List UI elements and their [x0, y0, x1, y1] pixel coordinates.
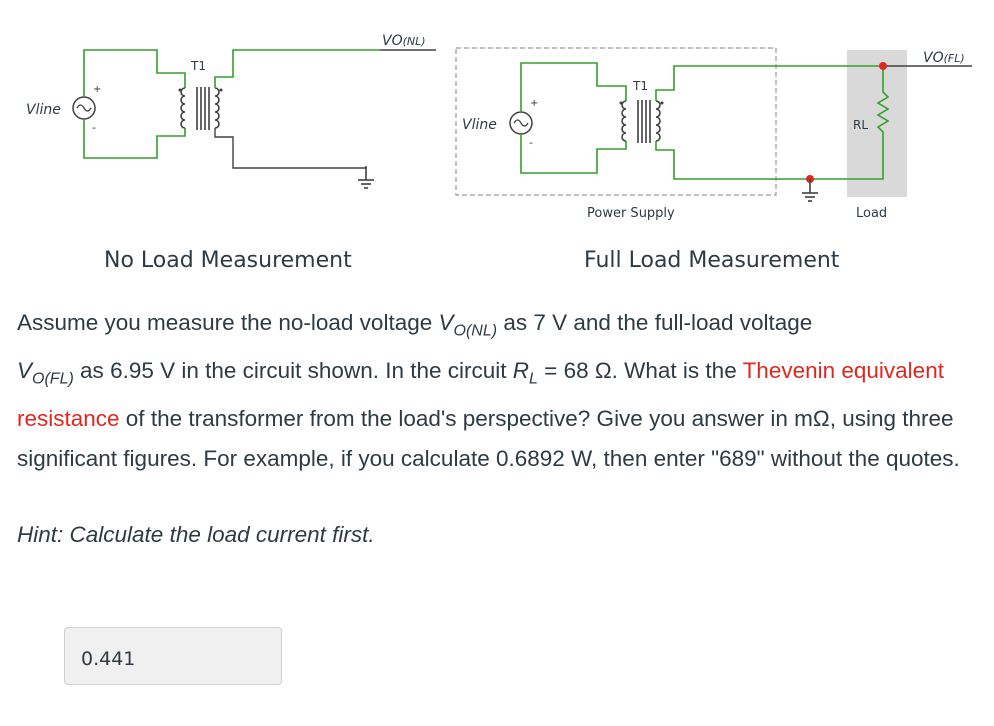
vo-nl-label: VO(NL) — [382, 33, 426, 49]
source-plus: + — [530, 98, 538, 109]
hint-text: Hint: Calculate the load current first. — [17, 522, 375, 547]
primary-coil-icon — [180, 87, 186, 129]
primary-coil-icon — [621, 100, 627, 142]
resistor-icon — [876, 66, 890, 138]
t1-label: T1 — [632, 79, 648, 93]
no-load-caption: No Load Measurement — [104, 248, 352, 273]
vline-label: Vline — [26, 102, 61, 118]
t1-label: T1 — [190, 59, 206, 73]
full-load-circuit: + - Vline T1 RL Power Supply Load VO(FL) — [455, 47, 972, 221]
ground-icon — [801, 178, 819, 202]
source-minus: - — [92, 121, 96, 134]
load-region — [847, 50, 907, 197]
source-plus: + — [93, 84, 101, 95]
no-load-circuit: + - Vline T1 VO(NL) — [26, 33, 436, 189]
question-text: Assume you measure the no-load voltage V… — [17, 310, 960, 471]
ground-icon — [357, 165, 375, 189]
power-supply-label: Power Supply — [587, 206, 675, 221]
vo-fl-label: VO(FL) — [923, 50, 965, 66]
power-supply-box — [455, 47, 777, 196]
vline-label: Vline — [462, 117, 497, 133]
secondary-coil-icon — [655, 100, 661, 142]
probe-dot-icon — [879, 62, 887, 70]
load-label: Load — [856, 206, 887, 221]
circuit-diagrams: + - Vline T1 VO(NL) + - Vline — [26, 33, 972, 221]
thevenin-highlight: Thevenin equivalent resistance — [17, 358, 944, 431]
rl-label: RL — [853, 118, 868, 132]
answer-input[interactable]: 0.441 — [64, 627, 282, 685]
source-minus: - — [529, 136, 533, 149]
secondary-coil-icon — [214, 87, 220, 129]
full-load-caption: Full Load Measurement — [584, 248, 840, 273]
